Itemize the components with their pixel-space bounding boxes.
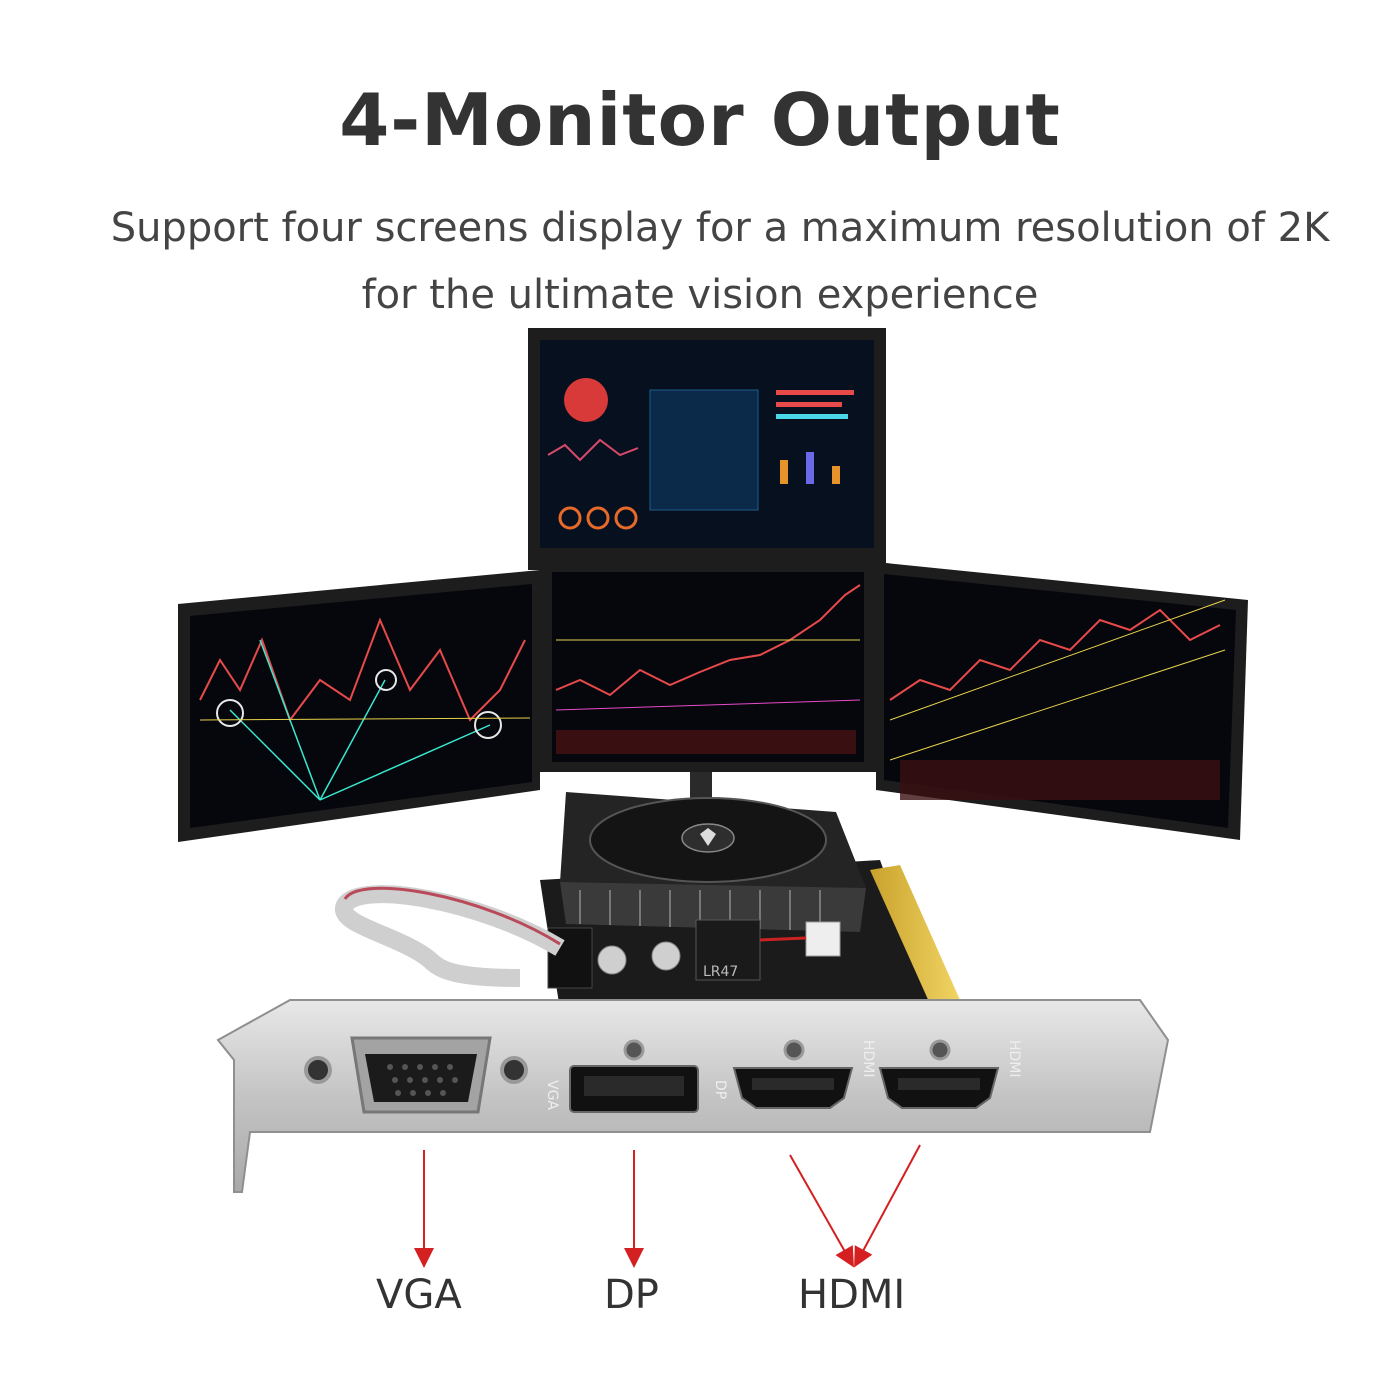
page-title: 4-Monitor Output (339, 78, 1061, 162)
monitor-right (876, 562, 1248, 840)
port-arrows (414, 1144, 921, 1268)
port-label-hdmi: HDMI (798, 1272, 906, 1318)
monitor-top (528, 328, 886, 570)
chip-marking: LR47 (703, 964, 738, 980)
subtitle-line-1: Support four screens display for a maxim… (110, 205, 1330, 251)
power-connector (805, 921, 841, 957)
inductor (695, 919, 761, 981)
io-bracket: VGA DP HDMI HDMI (216, 999, 1170, 1193)
monitor-center (540, 560, 876, 772)
bracket-label-vga: VGA (544, 1080, 560, 1110)
bracket-label-hdmi-1: HDMI (860, 1040, 876, 1078)
arrow-hdmi-1 (789, 1154, 854, 1268)
vga-port (304, 1036, 528, 1114)
hdmi-port-1 (732, 1039, 854, 1109)
pcie-contacts (870, 865, 960, 1004)
ribbon-cable (335, 885, 565, 987)
graphics-card: LR47 (335, 792, 960, 1010)
subtitle-line-2: for the ultimate vision experience (361, 272, 1039, 318)
fan-icon (589, 797, 827, 883)
port-label-dp: DP (604, 1272, 659, 1318)
displayport-port (569, 1039, 699, 1113)
bracket-label-dp: DP (712, 1080, 728, 1099)
bracket-label-hdmi-2: HDMI (1006, 1040, 1022, 1078)
monitor-left (178, 570, 540, 842)
port-label-vga: VGA (376, 1272, 462, 1318)
arrow-hdmi-2 (854, 1144, 921, 1268)
hdmi-port-2 (878, 1039, 1000, 1109)
